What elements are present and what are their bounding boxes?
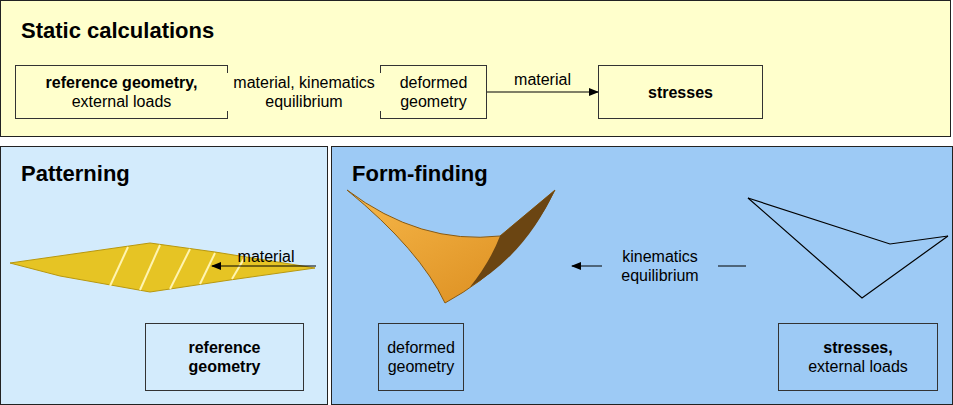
process-box: deformed geometry — [380, 65, 487, 119]
arrow-label: material — [235, 247, 298, 266]
box-text: external loads — [72, 92, 172, 111]
box-text: reference geometry — [152, 338, 297, 376]
panel-title: Static calculations — [21, 18, 214, 44]
process-box: reference geometry,external loads — [15, 65, 228, 119]
connector-arrow — [487, 91, 598, 92]
panel-title: Patterning — [21, 161, 130, 187]
panel-title: Form-finding — [352, 161, 488, 187]
box-text: reference geometry, — [46, 73, 198, 92]
box-text: stresses, — [823, 338, 892, 357]
box-text: deformed geometry — [387, 73, 480, 111]
arrow-label: kinematics equilibrium — [602, 247, 718, 285]
process-box: stresses,external loads — [778, 323, 938, 391]
edge-label: material, kinematics equilibrium — [216, 73, 392, 111]
box-text: deformed geometry — [385, 338, 457, 376]
process-box: deformed geometry — [378, 323, 464, 391]
process-box: stresses — [598, 65, 763, 119]
process-box: reference geometry — [145, 323, 304, 391]
calculation-panel: Static calculations reference geometry,ex… — [0, 0, 951, 137]
material-arrow — [212, 265, 316, 266]
box-text: stresses — [648, 83, 713, 102]
edge-label: material — [511, 70, 574, 89]
box-text: external loads — [808, 357, 908, 376]
